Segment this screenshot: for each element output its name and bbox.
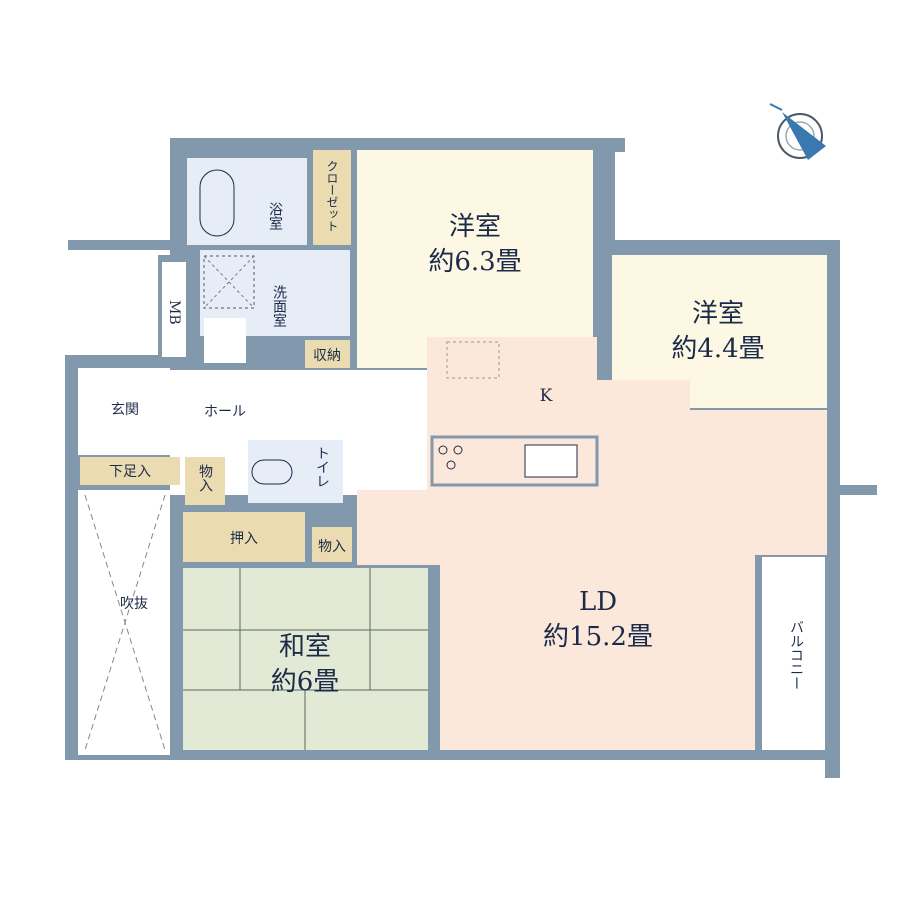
closet-label: クローゼット bbox=[325, 160, 339, 232]
oshiire bbox=[183, 512, 305, 562]
fukinuke bbox=[78, 490, 170, 755]
bath bbox=[187, 158, 307, 245]
western2-name: 洋室 bbox=[692, 299, 744, 329]
western1-size: 約6.3畳 bbox=[428, 247, 521, 277]
washroom-label: 洗面室 bbox=[271, 285, 287, 327]
north-compass-icon bbox=[769, 103, 826, 160]
tatami-lines bbox=[183, 568, 428, 750]
storage-1 bbox=[305, 340, 350, 368]
washitsu-size: 約6畳 bbox=[271, 667, 340, 697]
fukinuke-label: 吹抜 bbox=[120, 596, 148, 612]
shoebox-label: 下足入 bbox=[109, 464, 151, 480]
ld-name: LD bbox=[579, 587, 617, 617]
storage-3 bbox=[312, 527, 352, 562]
storage-2 bbox=[185, 457, 225, 505]
storage1-label: 収納 bbox=[313, 348, 341, 364]
mb-closet bbox=[162, 262, 186, 357]
hall-label: ホール bbox=[204, 404, 246, 420]
balcony-label: バルコニー bbox=[788, 620, 804, 690]
stove-icon bbox=[438, 445, 463, 470]
washitsu-name: 和室 bbox=[279, 632, 331, 662]
washer-space bbox=[204, 318, 246, 363]
sink-icon bbox=[524, 444, 578, 478]
toilet-label: トイレ bbox=[314, 446, 330, 488]
toilet-icon bbox=[251, 459, 293, 485]
bath-label: 浴室 bbox=[267, 202, 283, 230]
western1-name: 洋室 bbox=[449, 212, 501, 242]
oshiire-label: 押入 bbox=[230, 531, 258, 547]
bathtub-icon bbox=[199, 169, 235, 237]
storage3-label: 物入 bbox=[318, 539, 346, 555]
storage2-label: 物入 bbox=[197, 464, 213, 492]
shoe-cabinet bbox=[80, 457, 180, 485]
void-cross bbox=[84, 494, 166, 751]
toilet bbox=[248, 440, 343, 503]
western-room-1 bbox=[357, 150, 593, 368]
ld-size: 約15.2畳 bbox=[543, 622, 653, 652]
mb-label: MB bbox=[166, 300, 182, 325]
entrance-label: 玄関 bbox=[111, 401, 139, 418]
closet bbox=[313, 150, 351, 245]
western2-size: 約4.4畳 bbox=[671, 334, 764, 364]
kitchen-label: K bbox=[540, 386, 553, 406]
entrance bbox=[78, 368, 170, 455]
balcony bbox=[762, 557, 825, 750]
range-hood bbox=[446, 341, 500, 379]
